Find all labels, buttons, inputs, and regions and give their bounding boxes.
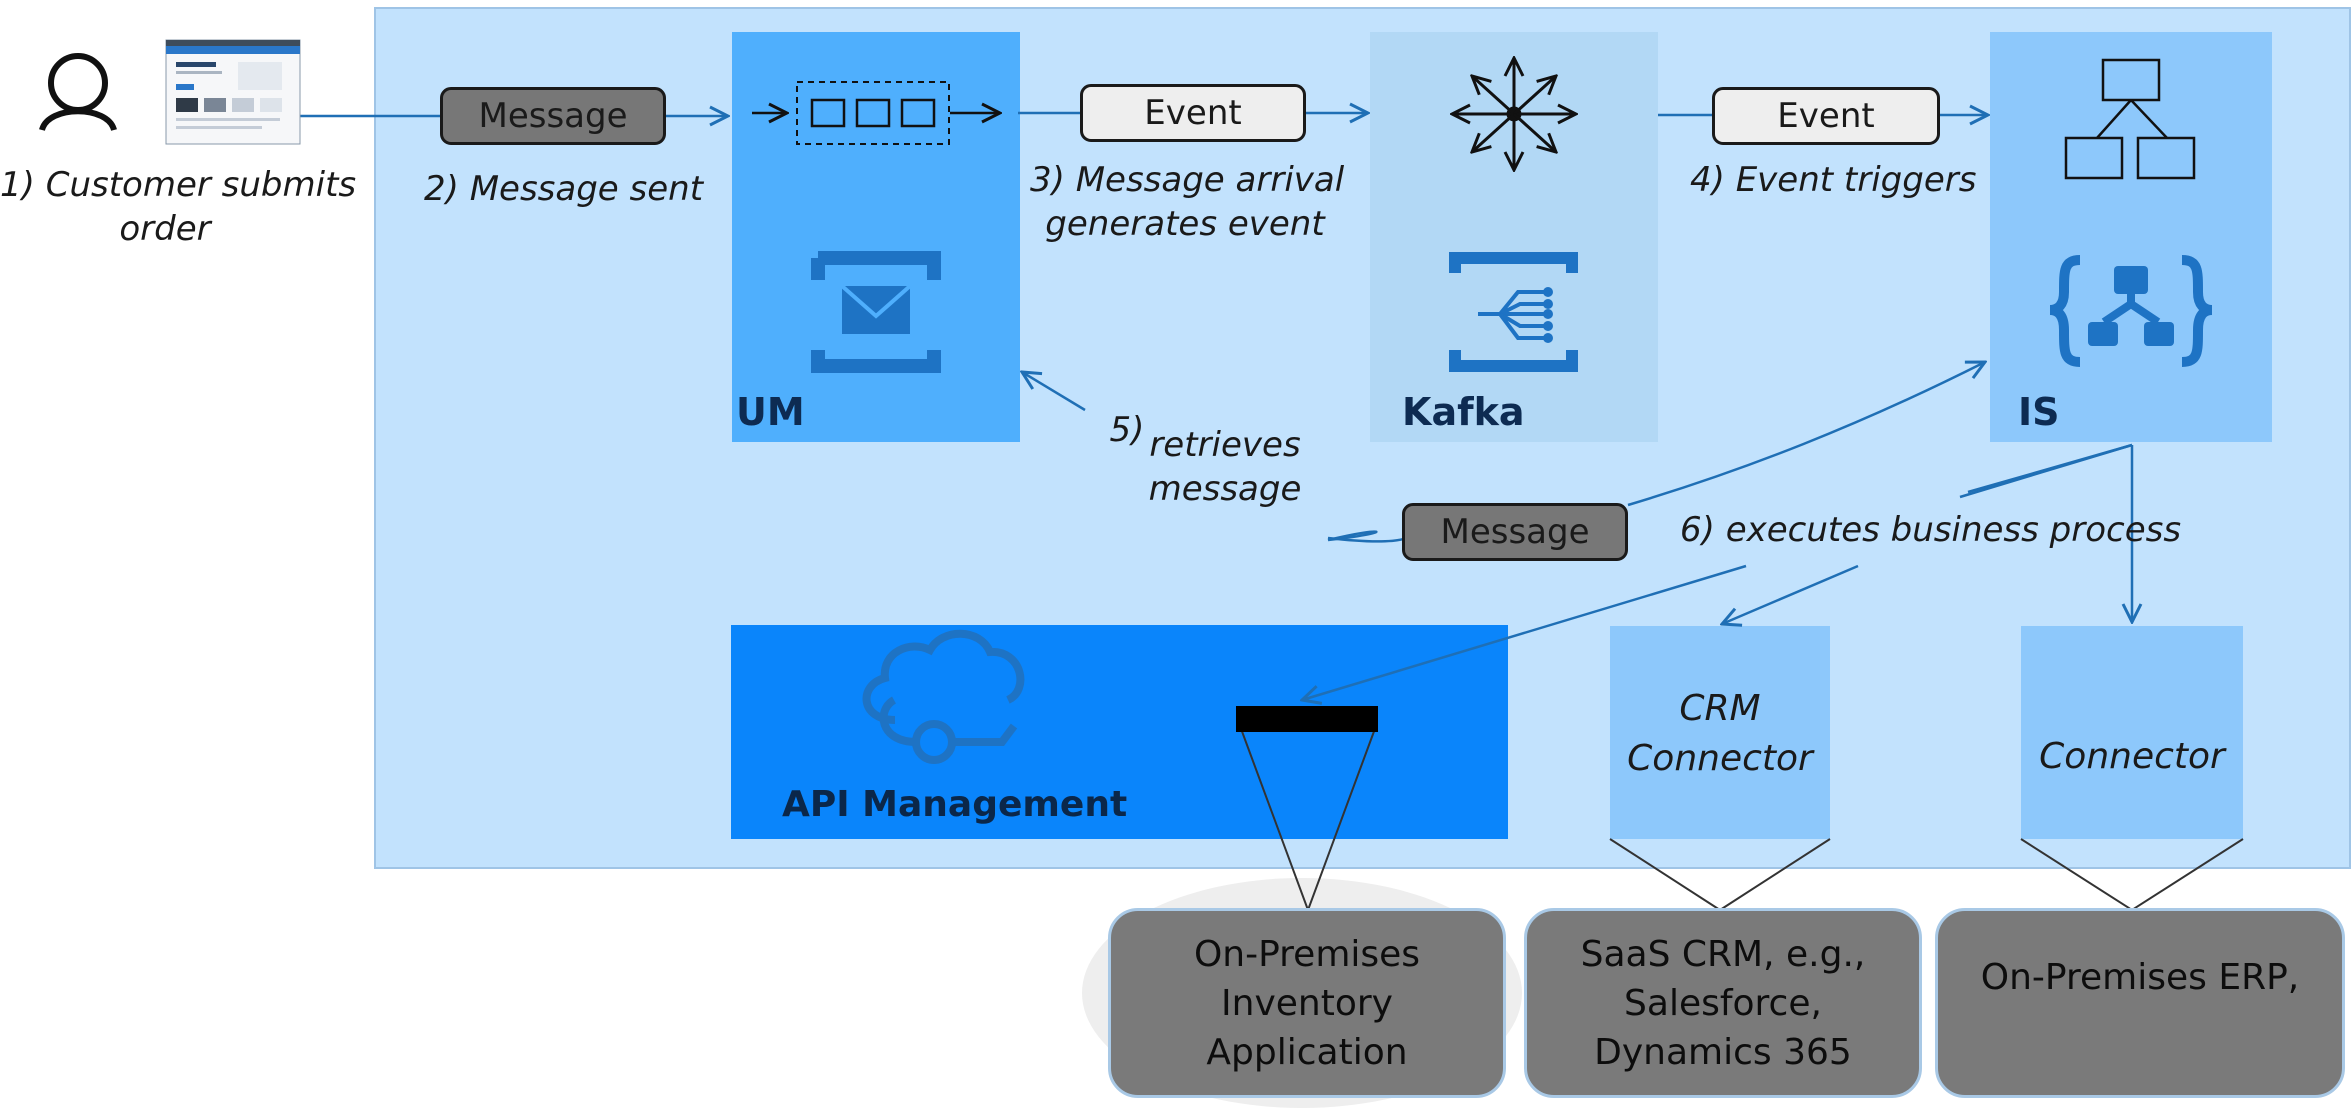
step4-label: 4) Event triggers — [1690, 160, 1977, 200]
is-label: IS — [2018, 390, 2060, 434]
crm-funnel — [1609, 838, 1831, 912]
event-hub-star-icon — [1452, 58, 1576, 170]
erp-system[interactable]: On-Premises ERP, — [1935, 908, 2345, 1098]
arrow-to-crm — [1722, 564, 1859, 624]
message-pill-bottom: Message — [1402, 503, 1628, 561]
api-funnel — [1239, 725, 1377, 913]
connector-label: Connector — [2039, 736, 2225, 777]
api-management-label: API Management — [782, 784, 1128, 825]
arrow-retrieve — [1022, 372, 1086, 412]
logic-app-icon — [2049, 255, 2213, 367]
step6-label: 6) executes business process — [1680, 510, 2182, 550]
message-pill-top: Message — [440, 87, 666, 145]
api-management-box[interactable] — [731, 625, 1508, 839]
event-hub-icon — [1449, 252, 1578, 372]
crm-connector-box[interactable] — [1610, 626, 1830, 839]
mail-queue-icon — [811, 251, 941, 373]
connector-box[interactable] — [2021, 626, 2243, 839]
gateway-bar-icon — [1236, 706, 1378, 732]
kafka-label: Kafka — [1402, 390, 1525, 434]
website-screenshot-icon — [165, 39, 301, 145]
saas-crm-system[interactable]: SaaS CRM, e.g.,Salesforce,Dynamics 365 — [1524, 908, 1922, 1098]
hierarchy-icon — [2064, 58, 2196, 180]
user-icon — [39, 53, 117, 132]
conn-funnel — [2020, 838, 2244, 912]
step2-label: 2) Message sent — [424, 169, 704, 209]
line-is-fan-2 — [1967, 443, 2133, 494]
curve-message-left — [1327, 530, 1378, 542]
step5-number: 5) — [1109, 410, 1145, 450]
cloud-api-icon — [862, 629, 1025, 764]
event-pill-1: Event — [1080, 84, 1306, 142]
um-label: UM — [736, 390, 805, 434]
queue-icon — [752, 81, 1000, 145]
arrow-to-api — [1302, 564, 1747, 700]
event-pill-2: Event — [1712, 87, 1940, 145]
curve-message-to-is — [1627, 362, 1985, 507]
